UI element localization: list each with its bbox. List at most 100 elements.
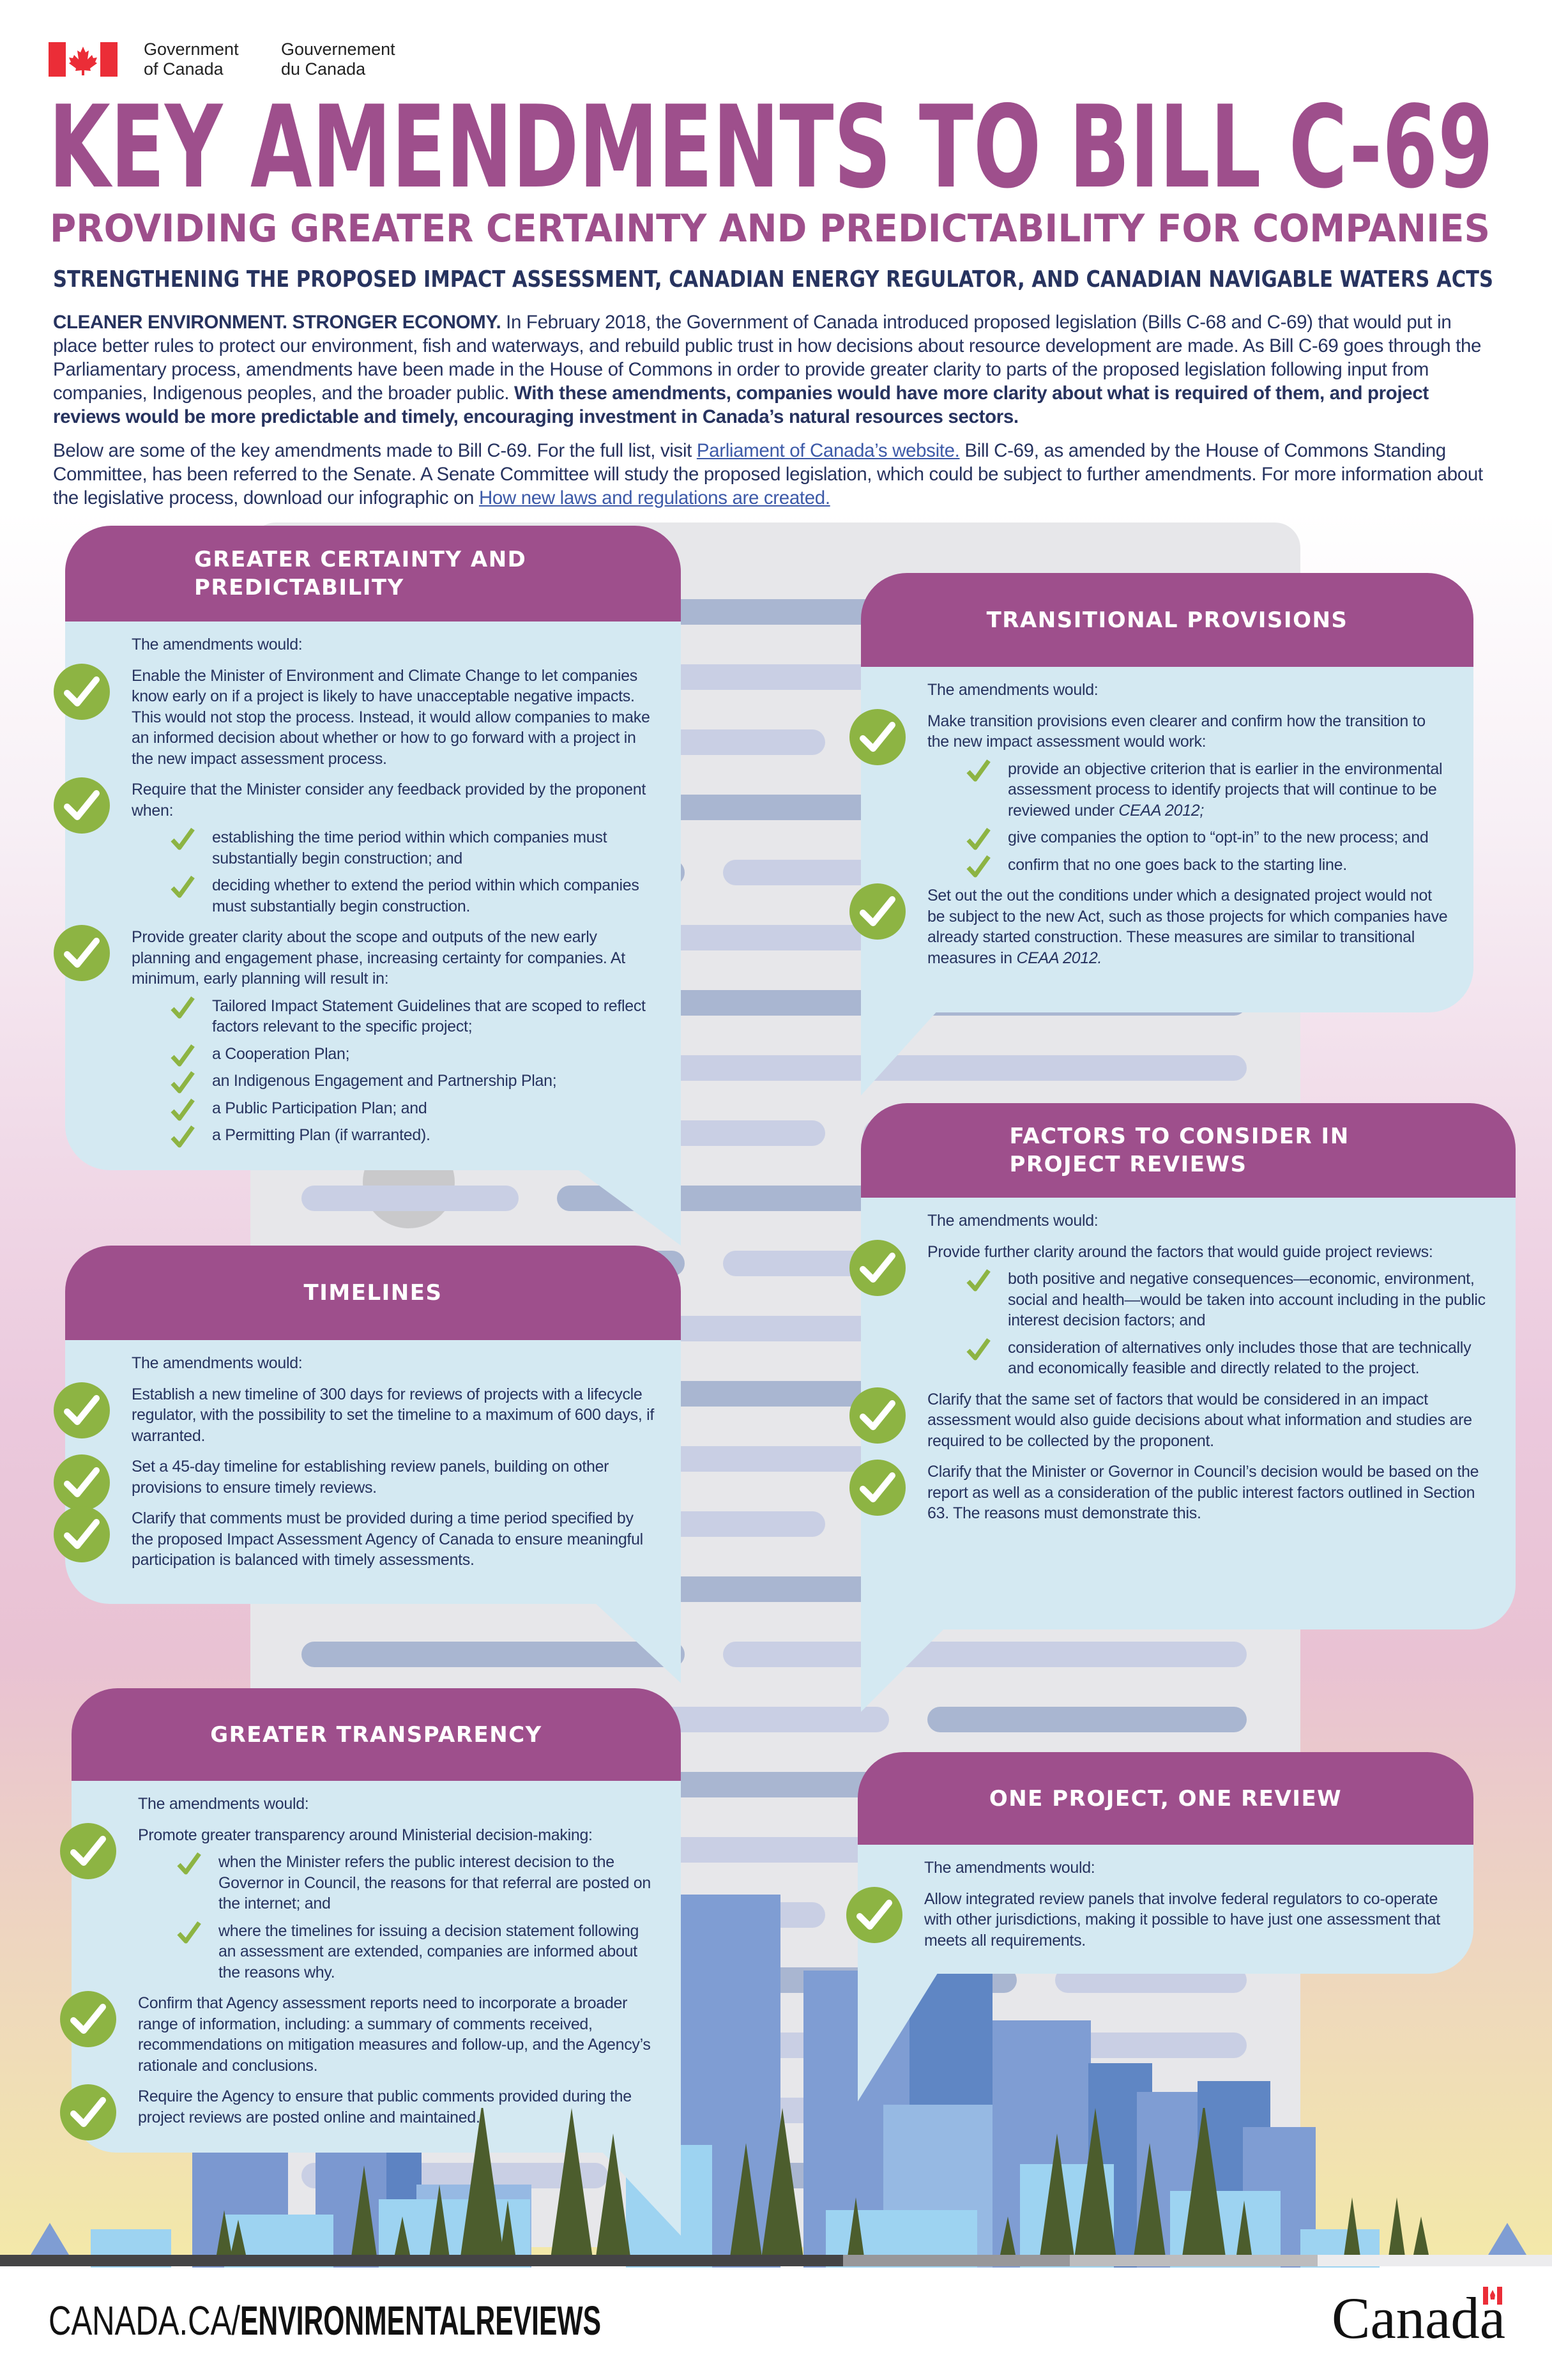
check-circle-icon (849, 883, 906, 940)
amendment-text: Provide further clarity around the facto… (927, 1242, 1433, 1261)
subitem-text: when the Minister refers the public inte… (218, 1853, 651, 1912)
government-of-canada-signature (49, 42, 118, 80)
tree (761, 2108, 803, 2255)
amendment-text: Make transition provisions even clearer … (927, 712, 1426, 751)
amendment-item: Promote greater transparency around Mini… (60, 1822, 655, 1879)
subitem-text: confirm that no one goes back to the sta… (1008, 855, 1347, 874)
section-header: TIMELINES (65, 1246, 681, 1340)
section-title: GREATER TRANSPARENCY (210, 1721, 542, 1748)
amendment-text: Require the Agency to ensure that public… (138, 2087, 632, 2126)
ground-strip (843, 2255, 1070, 2266)
check-circle-icon (59, 1822, 117, 1880)
subitem-text: an Indigenous Engagement and Partnership… (212, 1072, 557, 1090)
amendment-subitem: when the Minister refers the public inte… (177, 1852, 655, 1914)
bubble-tail (575, 1168, 681, 1246)
amendment-item: Provide further clarity around the facto… (849, 1239, 1490, 1296)
amendment-item: Clarify that the same set of factors tha… (849, 1387, 1490, 1452)
ground-strip (0, 2255, 843, 2266)
intro-bold-conclusion: With these amendments, companies would h… (53, 383, 1429, 427)
check-circle-icon (53, 1382, 110, 1439)
check-circle-icon (53, 1454, 110, 1511)
canada-flag-icon (49, 42, 118, 77)
amendment-text: Set out the out the conditions under whi… (927, 887, 1448, 967)
check-circle-icon (53, 663, 110, 721)
amendment-subitem: both positive and negative consequences—… (966, 1269, 1490, 1331)
page-subtitle: PROVIDING GREATER CERTAINTY AND PREDICTA… (50, 206, 1490, 251)
tree (1134, 2143, 1166, 2255)
tree (596, 2133, 630, 2255)
gov-fr-line-1: Gouvernement (281, 40, 395, 59)
amendment-subitem: confirm that no one goes back to the sta… (966, 855, 1448, 877)
checkmark-icon (170, 995, 195, 1020)
check-circle-icon (849, 1239, 906, 1297)
section-timelines: TIMELINES The amendments would: Establish … (54, 1246, 681, 1604)
tree (1236, 2201, 1252, 2255)
checkmark-icon (966, 853, 991, 879)
amendment-text: Confirm that Agency assessment reports n… (138, 1994, 651, 2075)
amendment-item: Require that the Minister consider any f… (54, 777, 655, 834)
amendment-item: Enable the Minister of Environment and C… (54, 663, 655, 770)
parliament-website-link[interactable]: Parliament of Canada’s website. (696, 440, 960, 461)
tree (1000, 2216, 1016, 2255)
checkmark-icon (966, 1336, 991, 1362)
tree (460, 2108, 504, 2255)
subitem-text: establishing the time period within whic… (212, 828, 607, 867)
document-line (634, 1055, 1247, 1081)
amendment-text: Enable the Minister of Environment and C… (132, 666, 650, 768)
section-title: GREATER CERTAINTY AND PREDICTABILITY (194, 547, 527, 600)
government-of-canada-text: Government of Canada (144, 40, 239, 79)
tree (1388, 2197, 1405, 2255)
subitem-text: Tailored Impact Statement Guidelines tha… (212, 996, 646, 1036)
hill-decoration (31, 2223, 69, 2255)
amendment-item: Clarify that the Minister or Governor in… (849, 1460, 1490, 1524)
laws-infographic-link[interactable]: How new laws and regulations are created… (478, 487, 830, 508)
amendment-item: Require the Agency to ensure that public… (60, 2084, 655, 2140)
section-intro: The amendments would: (132, 1354, 303, 1372)
check-circle-icon (849, 1387, 906, 1444)
document-line (301, 1642, 685, 1667)
section-greater-certainty: GREATER CERTAINTY AND PREDICTABILITY The … (54, 526, 681, 1170)
canada-wordmark: Canada (1332, 2285, 1505, 2351)
amendment-text: Clarify that the same set of factors tha… (927, 1390, 1472, 1450)
tree (231, 2220, 246, 2255)
check-circle-icon (53, 1506, 110, 1563)
bubble-tail (861, 1628, 945, 1712)
bubble-tail (861, 1009, 939, 1095)
check-circle-icon (53, 777, 110, 834)
more-info-text-middle: Bill C-69, as amended by the House of Co… (53, 440, 1483, 508)
check-circle-icon (59, 1990, 117, 2048)
check-circle-icon (53, 924, 110, 982)
footer: CANADA.CA/ENVIRONMENTALREVIEWS Canada (49, 2285, 1505, 2351)
intro-body: In February 2018, the Government of Cana… (53, 312, 1482, 404)
wordmark-flag-icon (1483, 2287, 1502, 2305)
gov-en-line-2: of Canada (144, 59, 224, 79)
amendment-item: Establish a new timeline of 300 days for… (54, 1382, 655, 1447)
tree (217, 2210, 232, 2255)
amendment-text: Require that the Minister consider any f… (132, 781, 646, 820)
hill-decoration (1488, 2223, 1526, 2255)
tree (500, 2201, 515, 2255)
amendment-subitem: deciding whether to extend the period wi… (171, 875, 655, 917)
section-body: The amendments would: Enable the Minister… (54, 622, 681, 1170)
page-title: KEY AMENDMENTS TO BILL C-69 (49, 89, 1493, 213)
ground-strip (1318, 2255, 1552, 2266)
section-intro: The amendments would: (132, 636, 303, 653)
more-info-text-start: Below are some of the key amendments mad… (53, 440, 697, 461)
amendment-item: Make transition provisions even clearer … (849, 708, 1448, 765)
bubble-tail (858, 1971, 939, 2102)
amendment-text: Clarify that comments must be provided d… (132, 1509, 643, 1569)
checkmark-icon (170, 874, 195, 899)
footer-url[interactable]: CANADA.CA/ENVIRONMENTALREVIEWS (49, 2298, 601, 2344)
tree (1182, 2108, 1226, 2255)
footer-url-bold: ENVIRONMENTALREVIEWS (240, 2298, 601, 2344)
tree (1074, 2108, 1116, 2255)
document-line (301, 1186, 519, 1211)
section-intro: The amendments would: (138, 1795, 309, 1813)
amendment-item: Confirm that Agency assessment reports n… (60, 1991, 655, 2076)
amendment-subitem: where the timelines for issuing a decisi… (177, 1921, 655, 1983)
tree (395, 2216, 410, 2255)
section-header: GREATER CERTAINTY AND PREDICTABILITY (65, 526, 681, 622)
intro-paragraph: CLEANER ENVIRONMENT. STRONGER ECONOMY. I… (53, 310, 1498, 429)
amendment-subitem: an Indigenous Engagement and Partnership… (171, 1071, 655, 1094)
